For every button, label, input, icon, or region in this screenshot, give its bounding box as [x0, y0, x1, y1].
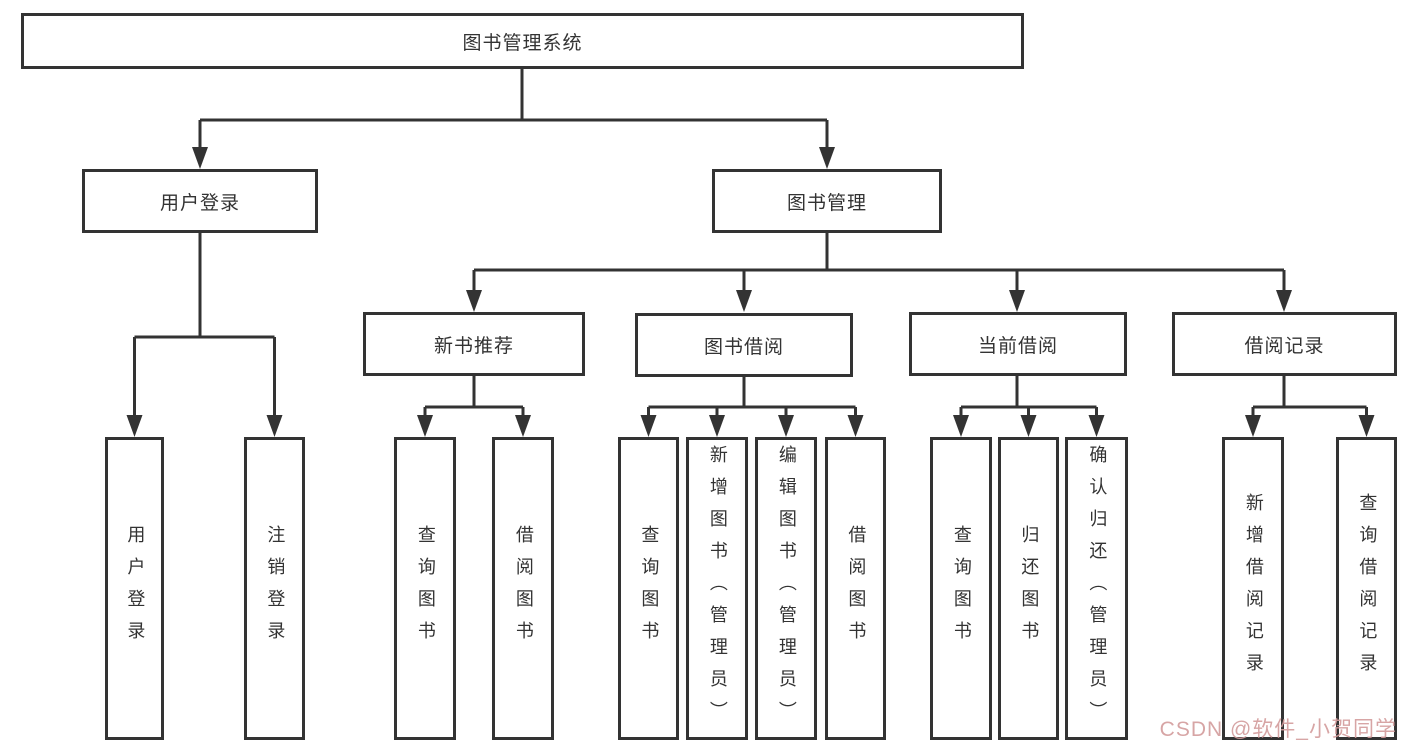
connector-user-login [133, 233, 276, 416]
leaf-user-login-label: 用户登录 [125, 524, 146, 653]
arrowhead [1009, 290, 1025, 312]
leaf-user-login: 用户登录 [105, 437, 164, 740]
arrowhead [126, 415, 143, 437]
node-book-borrow-label: 图书借阅 [703, 336, 784, 358]
arrowhead [1276, 290, 1292, 312]
arrowhead [1358, 415, 1375, 437]
connector-book-management [472, 233, 1286, 291]
connector-borrow-records [1251, 376, 1368, 416]
leaf-logout: 注销登录 [244, 437, 305, 740]
node-new-book-recommend: 新书推荐 [363, 312, 585, 376]
node-current-borrow-label: 当前借阅 [977, 335, 1058, 357]
leaf-return-books-label: 归还图书 [1019, 524, 1040, 653]
leaf-confirm-return-admin-label: 确认归还（管理员） [1087, 444, 1108, 733]
node-borrow-records: 借阅记录 [1172, 312, 1397, 376]
connector-new-book-recommend [423, 376, 525, 416]
connector-root [198, 69, 829, 149]
leaf-logout-label: 注销登录 [265, 524, 286, 653]
node-book-management-label: 图书管理 [786, 192, 867, 214]
node-new-book-recommend-label: 新书推荐 [433, 335, 514, 357]
arrowhead [1088, 415, 1105, 437]
leaf-query-books-2: 查询图书 [618, 437, 679, 740]
node-user-login-label: 用户登录 [159, 192, 240, 214]
leaf-add-borrow-record: 新增借阅记录 [1222, 437, 1284, 740]
arrowhead [709, 415, 725, 437]
connector-book-borrow [647, 377, 857, 416]
leaf-return-books: 归还图书 [998, 437, 1059, 740]
leaf-borrow-books-1-label: 借阅图书 [513, 524, 534, 653]
arrowhead [640, 415, 657, 437]
arrowhead [515, 415, 531, 437]
leaf-query-books-1-label: 查询图书 [415, 524, 436, 653]
leaf-borrow-books-1: 借阅图书 [492, 437, 554, 740]
leaf-edit-books-admin: 编辑图书（管理员） [755, 437, 817, 740]
leaf-query-books-2-label: 查询图书 [639, 524, 660, 653]
leaf-borrow-books-2: 借阅图书 [825, 437, 886, 740]
arrowhead [417, 415, 433, 437]
node-current-borrow: 当前借阅 [909, 312, 1127, 376]
node-root-label: 图书管理系统 [462, 32, 583, 54]
leaf-add-books-admin-label: 新增图书（管理员） [707, 444, 728, 733]
node-user-login: 用户登录 [82, 169, 318, 233]
connector-current-borrow [959, 376, 1098, 416]
arrowhead [192, 147, 208, 169]
leaf-add-borrow-record-label: 新增借阅记录 [1243, 492, 1264, 685]
arrowhead [466, 290, 482, 312]
leaf-borrow-books-2-label: 借阅图书 [846, 524, 867, 653]
arrowhead [778, 415, 794, 437]
arrowhead [1020, 415, 1037, 437]
leaf-query-borrow-record: 查询借阅记录 [1336, 437, 1397, 740]
leaf-add-books-admin: 新增图书（管理员） [686, 437, 748, 740]
leaf-query-books-1: 查询图书 [394, 437, 456, 740]
node-book-borrow: 图书借阅 [635, 313, 853, 377]
leaf-edit-books-admin-label: 编辑图书（管理员） [776, 444, 797, 733]
arrowhead [266, 415, 283, 437]
node-root: 图书管理系统 [21, 13, 1024, 69]
csdn-watermark: CSDN @软件_小贺同学 [1159, 718, 1397, 741]
arrowhead [819, 147, 835, 169]
arrowhead [847, 415, 864, 437]
node-book-management: 图书管理 [712, 169, 942, 233]
arrowheads [126, 147, 1375, 437]
leaf-query-books-3-label: 查询图书 [951, 524, 972, 653]
leaf-query-borrow-record-label: 查询借阅记录 [1357, 492, 1378, 685]
leaf-query-books-3: 查询图书 [930, 437, 992, 740]
node-borrow-records-label: 借阅记录 [1244, 335, 1325, 357]
arrowhead [953, 415, 969, 437]
arrowhead [1245, 415, 1261, 437]
arrowhead [736, 290, 752, 312]
leaf-confirm-return-admin: 确认归还（管理员） [1065, 437, 1128, 740]
